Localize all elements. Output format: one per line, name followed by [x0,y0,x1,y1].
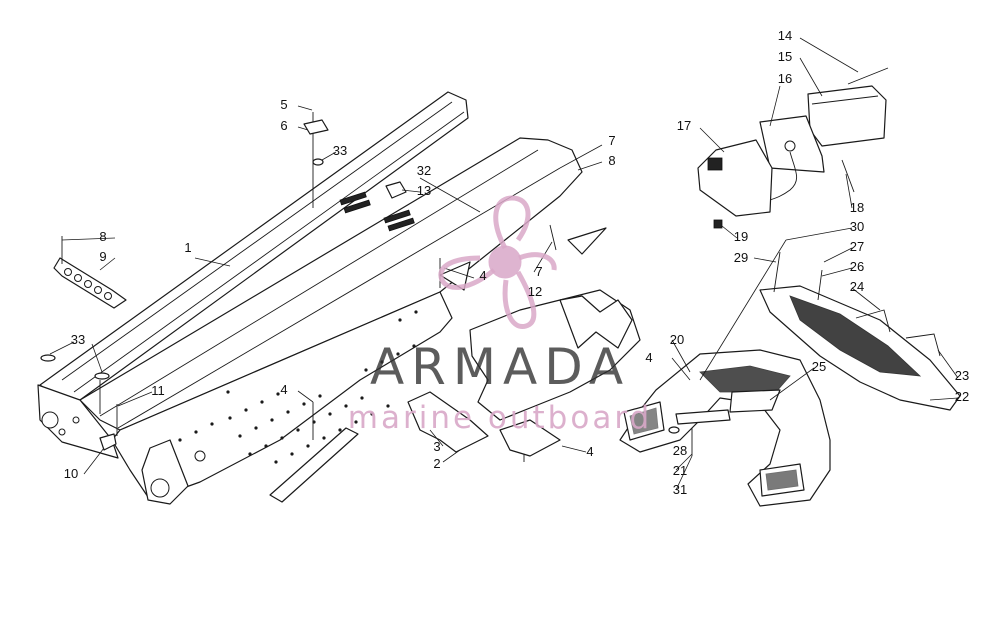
callout-5: 5 [280,97,287,112]
callout-6: 6 [280,118,287,133]
tunnel-vents [339,191,415,232]
callout-26: 26 [850,259,864,274]
callout-8: 8 [608,153,615,168]
bracket-13 [385,181,407,199]
callout-31: 31 [673,482,687,497]
decals [407,227,641,457]
callout-19: 19 [734,229,748,244]
callout-labels: 1234444567788910111213141516171819202122… [64,28,969,497]
callout-33: 33 [333,143,347,158]
callout-4: 4 [586,444,593,459]
callout-17: 17 [677,118,691,133]
callout-32: 32 [417,163,431,178]
callout-16: 16 [778,71,792,86]
callout-22: 22 [955,389,969,404]
callout-4: 4 [280,382,287,397]
callout-29: 29 [734,250,748,265]
callout-11: 11 [151,383,165,398]
callout-8: 8 [99,229,106,244]
tunnel-assembly [37,91,583,505]
rear-bumper-assembly [619,349,831,507]
watermark: ARMADA marine outboard [348,195,652,436]
callout-30: 30 [850,219,864,234]
callout-20: 20 [670,332,684,347]
runner-strip-4 [269,427,359,503]
callout-12: 12 [528,284,542,299]
callout-13: 13 [417,183,431,198]
callout-18: 18 [850,200,864,215]
watermark-brand: ARMADA [370,338,630,396]
callout-7: 7 [608,133,615,148]
callout-27: 27 [850,239,864,254]
callout-4: 4 [479,268,486,283]
callout-4: 4 [645,350,652,365]
callout-33: 33 [71,332,85,347]
callout-23: 23 [955,368,969,383]
callout-2: 2 [433,456,440,471]
callout-28: 28 [673,443,687,458]
callout-7: 7 [535,264,542,279]
heat-shield-9 [53,236,127,309]
callout-1: 1 [184,240,191,255]
watermark-tagline: marine outboard [348,400,652,436]
callout-15: 15 [778,49,792,64]
callout-9: 9 [99,249,106,264]
leader-lines [49,37,959,491]
callout-14: 14 [778,28,792,43]
callout-10: 10 [64,466,78,481]
watermark-logo [438,195,557,329]
dot-pattern [178,310,418,464]
callout-3: 3 [433,439,440,454]
callout-21: 21 [673,463,687,478]
callout-24: 24 [850,279,864,294]
snowflap-assembly [759,251,961,411]
callout-25: 25 [812,359,826,374]
taillight-assembly [697,67,889,229]
